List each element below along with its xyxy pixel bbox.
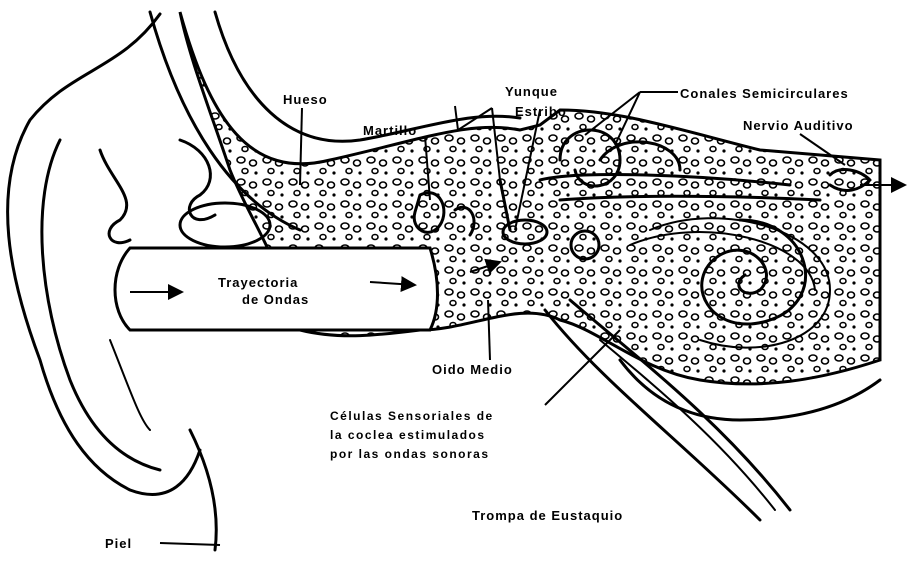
label-trompa-de-eustaquio: Trompa de Eustaquio (472, 508, 623, 523)
label-oido-medio: Oido Medio (432, 362, 513, 377)
label-celulas-line-2: la coclea estimulados (330, 428, 486, 442)
label-trayectoria: Trayectoria (218, 275, 298, 290)
label-hueso: Hueso (283, 92, 328, 107)
label-de-ondas: de Ondas (242, 292, 309, 307)
label-piel: Piel (105, 536, 132, 551)
temporal-bone (150, 12, 880, 420)
label-celulas-line-3: por las ondas sonoras (330, 447, 490, 461)
label-martillo: Martillo (363, 123, 417, 138)
label-conales-semicirculares: Conales Semicirculares (680, 86, 849, 101)
label-celulas-line-1: Células Sensoriales de (330, 409, 494, 423)
label-nervio-auditivo: Nervio Auditivo (743, 118, 854, 133)
label-yunque: Yunque (505, 84, 558, 99)
label-estribo: Estribo (515, 104, 567, 119)
